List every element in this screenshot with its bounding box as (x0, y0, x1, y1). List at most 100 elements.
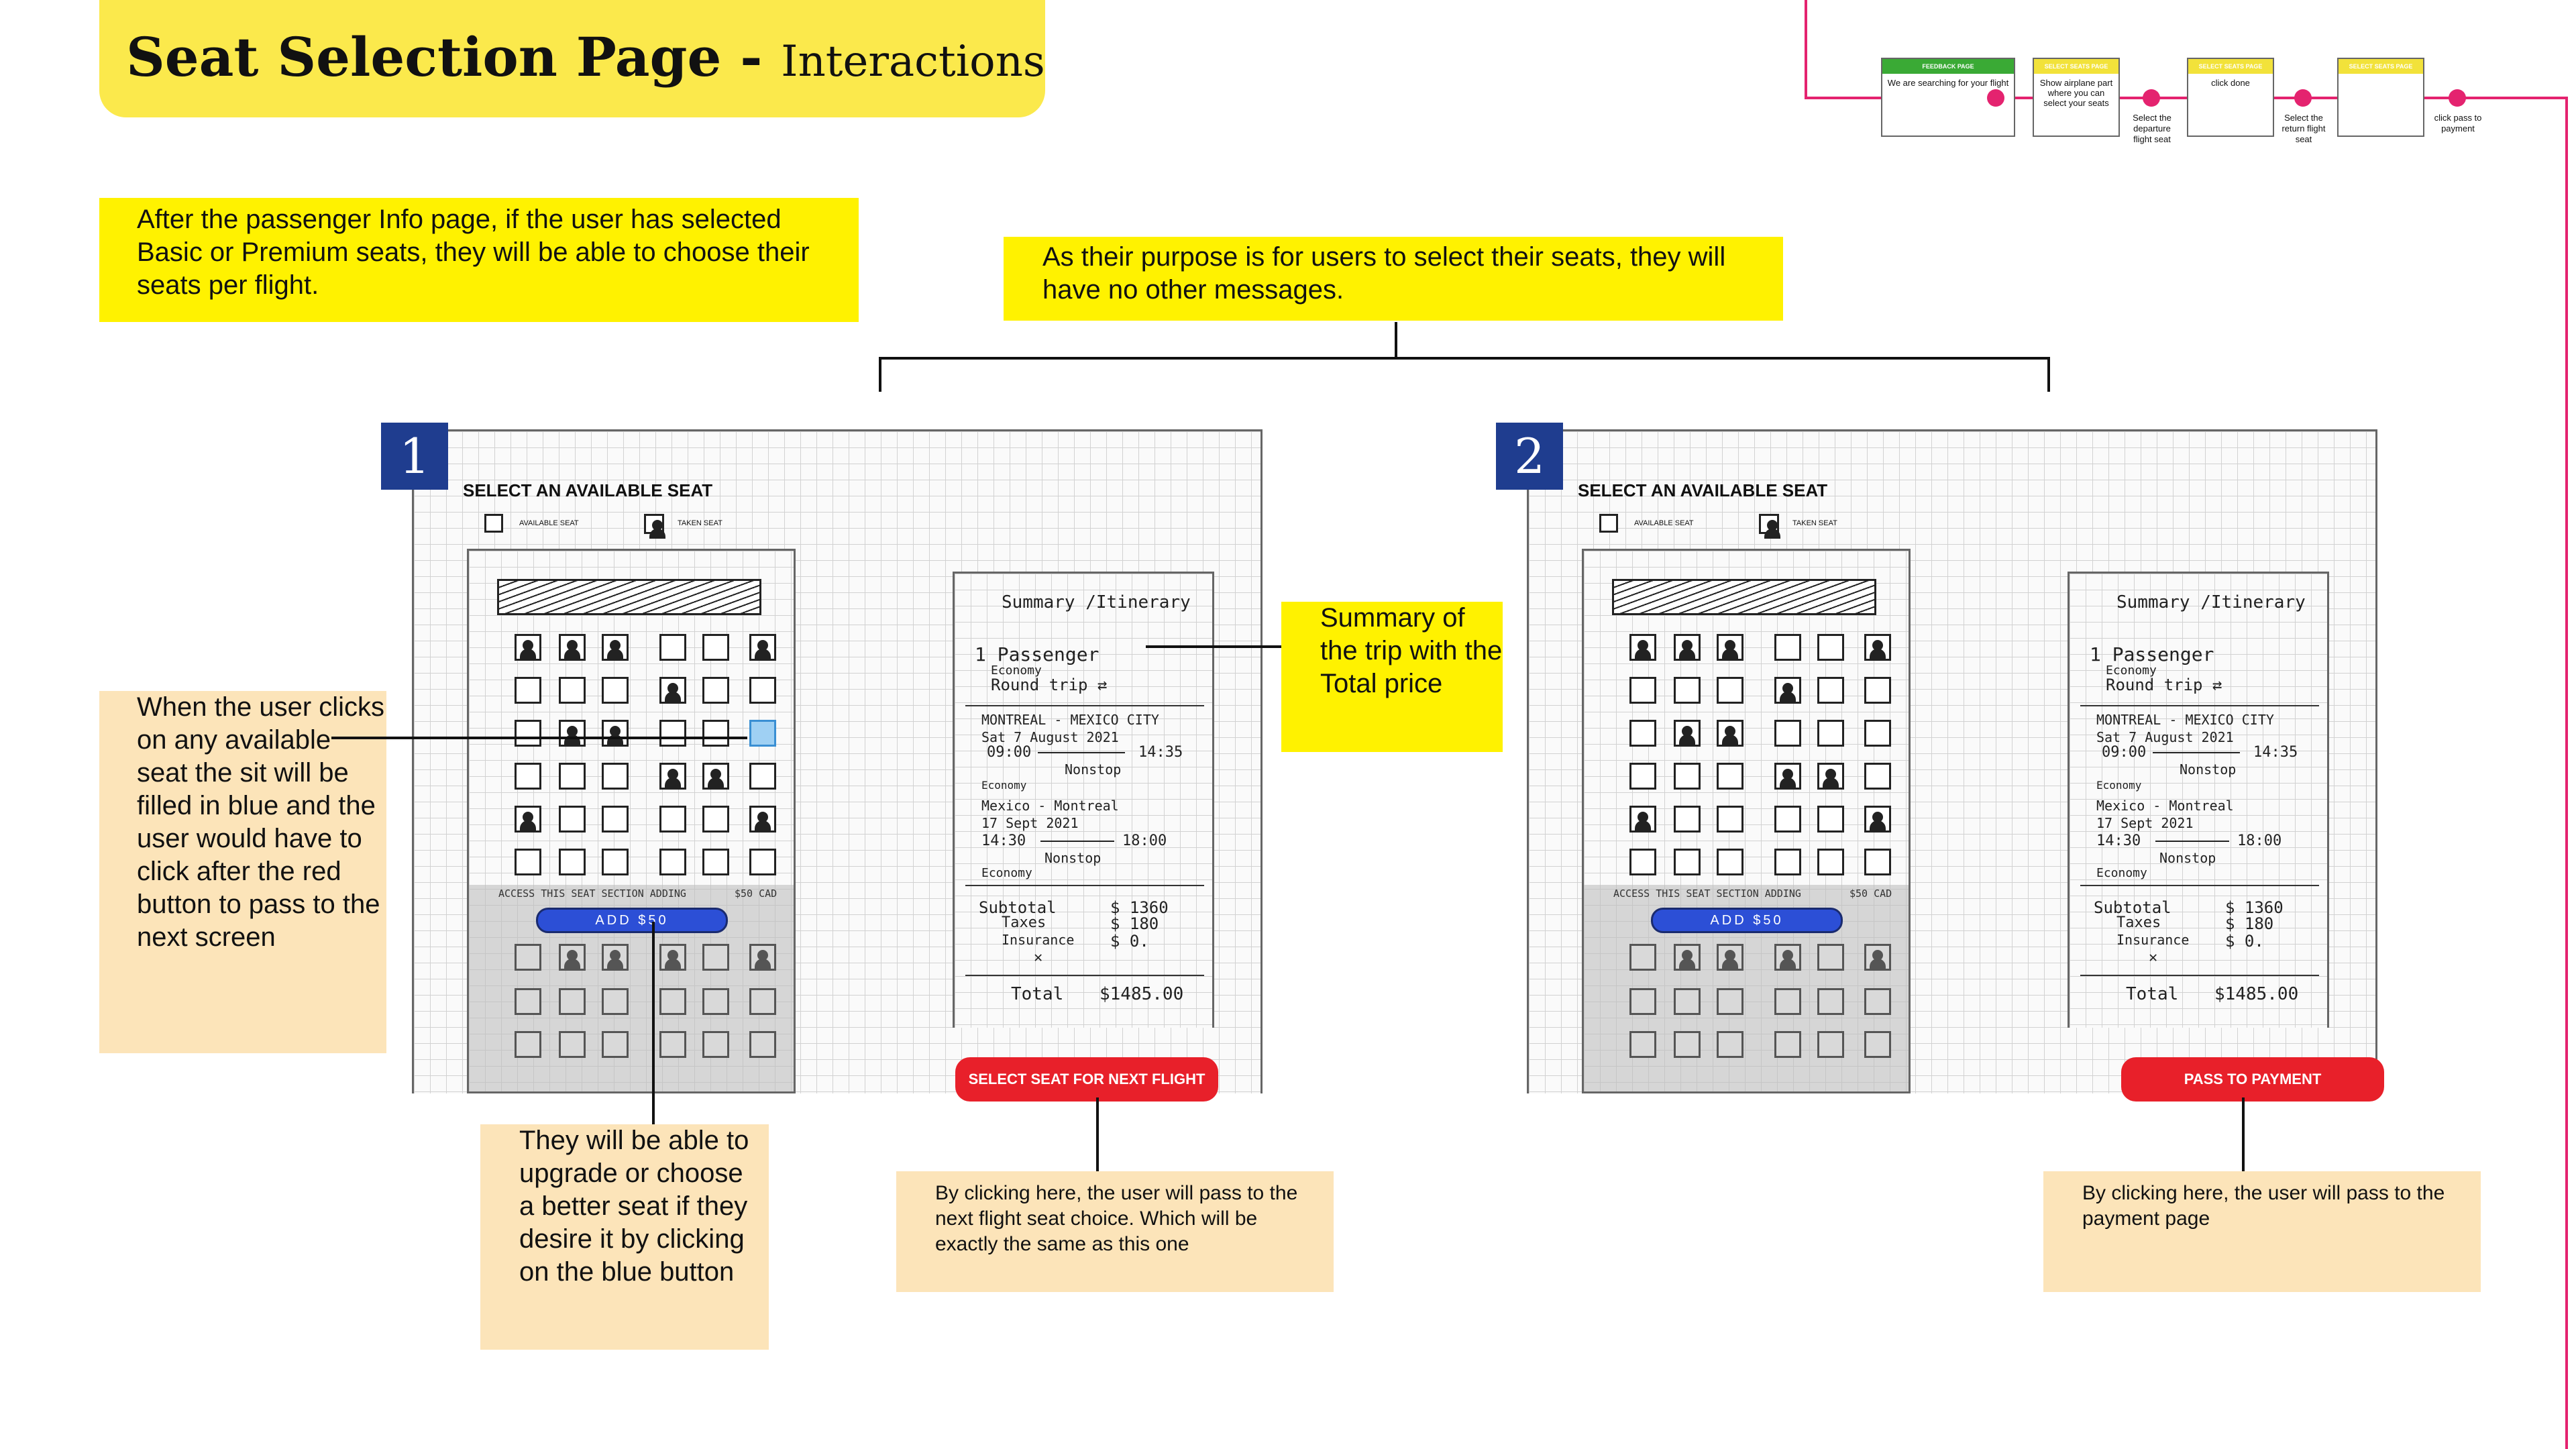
premium-seat-available[interactable] (702, 988, 729, 1015)
add-upgrade-button[interactable]: ADD $50 (536, 908, 728, 933)
seat-available[interactable] (749, 849, 776, 875)
seat-available[interactable] (515, 720, 541, 747)
premium-seat-available[interactable] (1817, 944, 1844, 971)
flow-box-text: We are searching for your flight (1887, 78, 2009, 88)
seat-available[interactable] (1674, 763, 1701, 790)
seat-available[interactable] (659, 720, 686, 747)
premium-seat-available[interactable] (515, 988, 541, 1015)
seat-available[interactable] (1674, 677, 1701, 704)
seat-available[interactable] (1864, 849, 1891, 875)
seat-available[interactable] (1774, 720, 1801, 747)
premium-seat-taken (559, 944, 586, 971)
summary-title: Summary /Itinerary (1002, 592, 1191, 612)
seat-available[interactable] (1864, 720, 1891, 747)
premium-seat-available[interactable] (1864, 1031, 1891, 1058)
premium-seat-available[interactable] (1674, 1031, 1701, 1058)
premium-seat-available[interactable] (749, 988, 776, 1015)
premium-seat-available[interactable] (1629, 944, 1656, 971)
legend-taken-box (1759, 514, 1780, 539)
seat-available[interactable] (1629, 720, 1656, 747)
premium-seat-taken (659, 944, 686, 971)
premium-seat-available[interactable] (1864, 988, 1891, 1015)
premium-seat-available[interactable] (559, 988, 586, 1015)
seat-available[interactable] (749, 677, 776, 704)
premium-seat-available[interactable] (515, 1031, 541, 1058)
premium-seat-available[interactable] (749, 1031, 776, 1058)
add-upgrade-button[interactable]: ADD $50 (1651, 908, 1843, 933)
seat-available[interactable] (702, 634, 729, 661)
seat-taken (749, 634, 776, 661)
premium-seat-available[interactable] (1774, 988, 1801, 1015)
seat-available[interactable] (1817, 677, 1844, 704)
seat-available[interactable] (702, 720, 729, 747)
seat-available[interactable] (1774, 806, 1801, 833)
premium-seat-available[interactable] (659, 988, 686, 1015)
seat-available[interactable] (1629, 763, 1656, 790)
flow-box-text (2339, 74, 2423, 82)
seat-available[interactable] (1717, 849, 1743, 875)
seat-available[interactable] (1774, 634, 1801, 661)
seat-available[interactable] (559, 763, 586, 790)
seat-available[interactable] (515, 849, 541, 875)
seat-available[interactable] (559, 849, 586, 875)
flow-box-text: Show airplane part where you can select … (2039, 78, 2113, 108)
summary-leg1-stop: Nonstop (1065, 761, 1122, 777)
red-action-button[interactable]: SELECT SEAT FOR NEXT FLIGHT (955, 1057, 1218, 1102)
seat-taken (1674, 634, 1701, 661)
seat-available[interactable] (1817, 806, 1844, 833)
premium-seat-available[interactable] (1674, 988, 1701, 1015)
seat-available[interactable] (702, 849, 729, 875)
seat-available[interactable] (702, 677, 729, 704)
premium-seat-available[interactable] (1717, 1031, 1743, 1058)
seat-available[interactable] (749, 763, 776, 790)
premium-seat-available[interactable] (1717, 988, 1743, 1015)
premium-seat-available[interactable] (1629, 1031, 1656, 1058)
seat-available[interactable] (659, 849, 686, 875)
seat-available[interactable] (1717, 763, 1743, 790)
seat-available[interactable] (659, 634, 686, 661)
seat-available[interactable] (1717, 806, 1743, 833)
seat-available[interactable] (749, 720, 776, 747)
seat-available[interactable] (1717, 677, 1743, 704)
seat-available[interactable] (602, 763, 629, 790)
seat-available[interactable] (1817, 634, 1844, 661)
seat-available[interactable] (659, 806, 686, 833)
seat-available[interactable] (559, 806, 586, 833)
seat-available[interactable] (515, 763, 541, 790)
seat-available[interactable] (559, 677, 586, 704)
summary-insurance-label: Insurance (2116, 932, 2190, 948)
premium-seat-available[interactable] (1774, 1031, 1801, 1058)
premium-seat-available[interactable] (1817, 1031, 1844, 1058)
seat-available[interactable] (1864, 763, 1891, 790)
summary-leg2-route: Mexico - Montreal (981, 798, 1119, 814)
premium-seat-available[interactable] (602, 1031, 629, 1058)
seat-available[interactable] (1817, 720, 1844, 747)
select-seat-heading: SELECT AN AVAILABLE SEAT (1578, 480, 1828, 500)
premium-seat-available[interactable] (1817, 988, 1844, 1015)
seat-available[interactable] (1629, 849, 1656, 875)
seat-available[interactable] (1629, 677, 1656, 704)
seat-available[interactable] (702, 806, 729, 833)
seat-available[interactable] (1774, 849, 1801, 875)
seat-available[interactable] (602, 677, 629, 704)
premium-seat-available[interactable] (602, 988, 629, 1015)
seat-available[interactable] (515, 677, 541, 704)
seat-available[interactable] (1674, 806, 1701, 833)
seat-available[interactable] (602, 806, 629, 833)
premium-seat-available[interactable] (515, 944, 541, 971)
premium-seat-available[interactable] (702, 944, 729, 971)
premium-seat-available[interactable] (702, 1031, 729, 1058)
seat-available[interactable] (1674, 849, 1701, 875)
title-sub: Interactions (781, 37, 1045, 87)
premium-seat-available[interactable] (659, 1031, 686, 1058)
seat-available[interactable] (1864, 677, 1891, 704)
summary-leg2-date: 17 Sept 2021 (981, 815, 1079, 831)
premium-seat-available[interactable] (1629, 988, 1656, 1015)
seat-available[interactable] (602, 849, 629, 875)
summary-divider-3 (965, 975, 1204, 976)
red-action-button[interactable]: PASS TO PAYMENT (2121, 1057, 2384, 1102)
premium-seat-available[interactable] (559, 1031, 586, 1058)
seat-available[interactable] (1817, 849, 1844, 875)
